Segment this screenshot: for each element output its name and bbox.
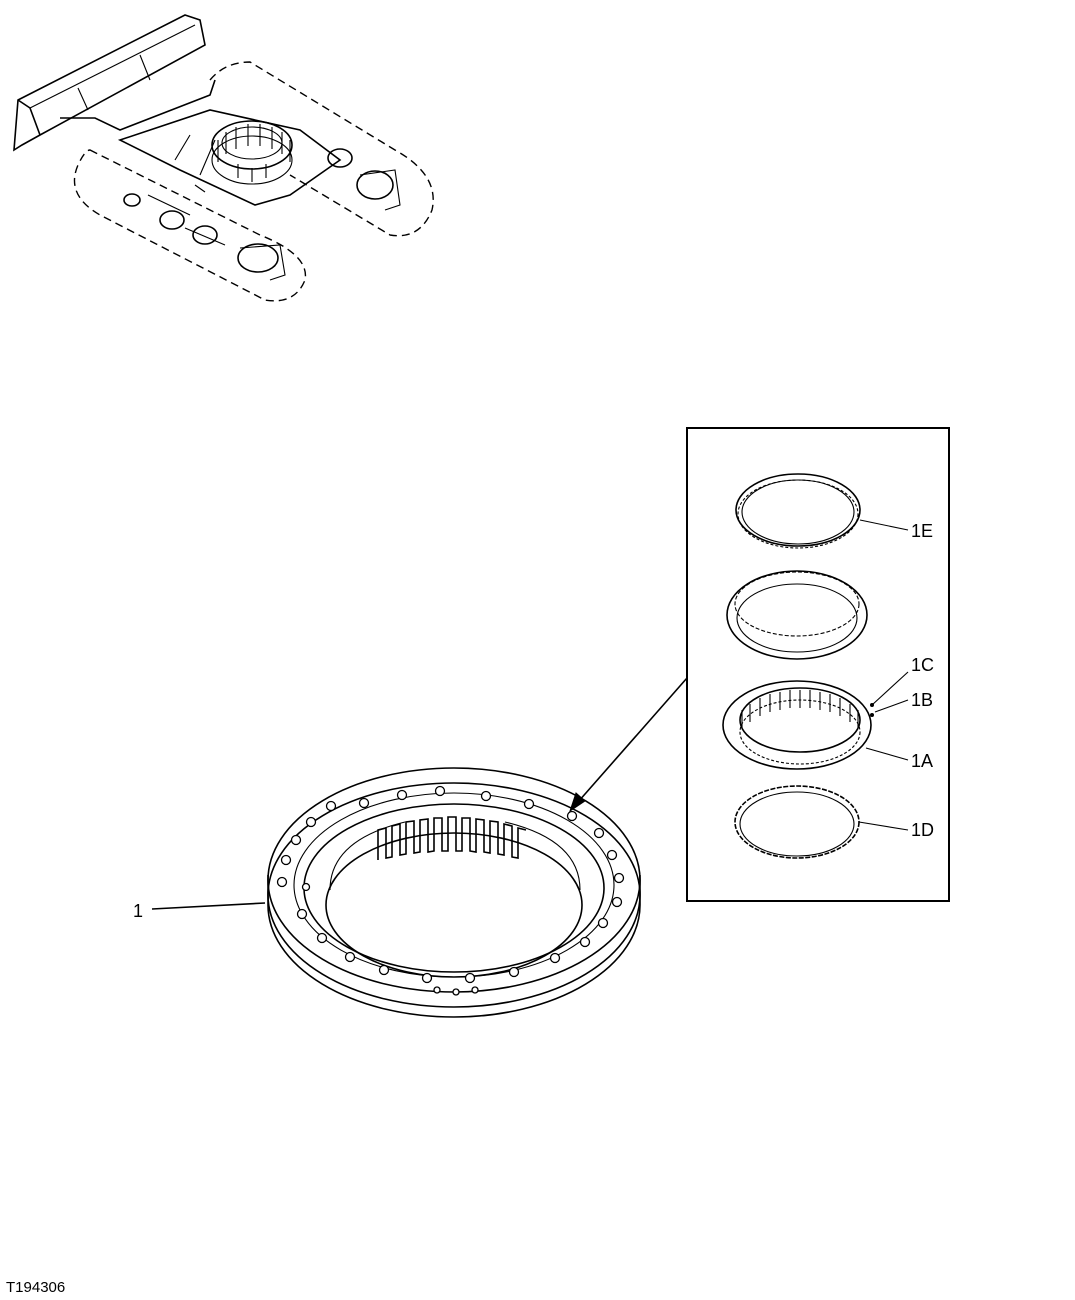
track-left [73,149,307,302]
gear-teeth [377,816,527,860]
detail-inset: 1E 1C 1B 1A 1D [686,427,950,902]
label-1b: 1B [911,690,933,710]
outer-race [726,570,868,660]
dozer-blade [13,14,216,152]
bearing-assembly-1a [722,680,874,770]
label-1c: 1C [911,655,934,675]
label-1e: 1E [911,521,933,541]
figure-id: T194306 [6,1279,65,1296]
detail-arrow [569,677,688,813]
track-right [209,61,434,237]
label-1d: 1D [911,820,934,840]
leader-main-ring [151,902,266,910]
bolt-holes [276,785,625,996]
seal-1e [735,473,861,549]
label-main-ring: 1 [133,901,143,921]
locator-illustration [13,14,434,302]
frame-swing-bearing [211,120,293,185]
swing-bearing-ring [267,767,641,1018]
seal-1d [734,785,860,859]
frame-components [123,148,401,281]
label-1a: 1A [911,751,933,771]
